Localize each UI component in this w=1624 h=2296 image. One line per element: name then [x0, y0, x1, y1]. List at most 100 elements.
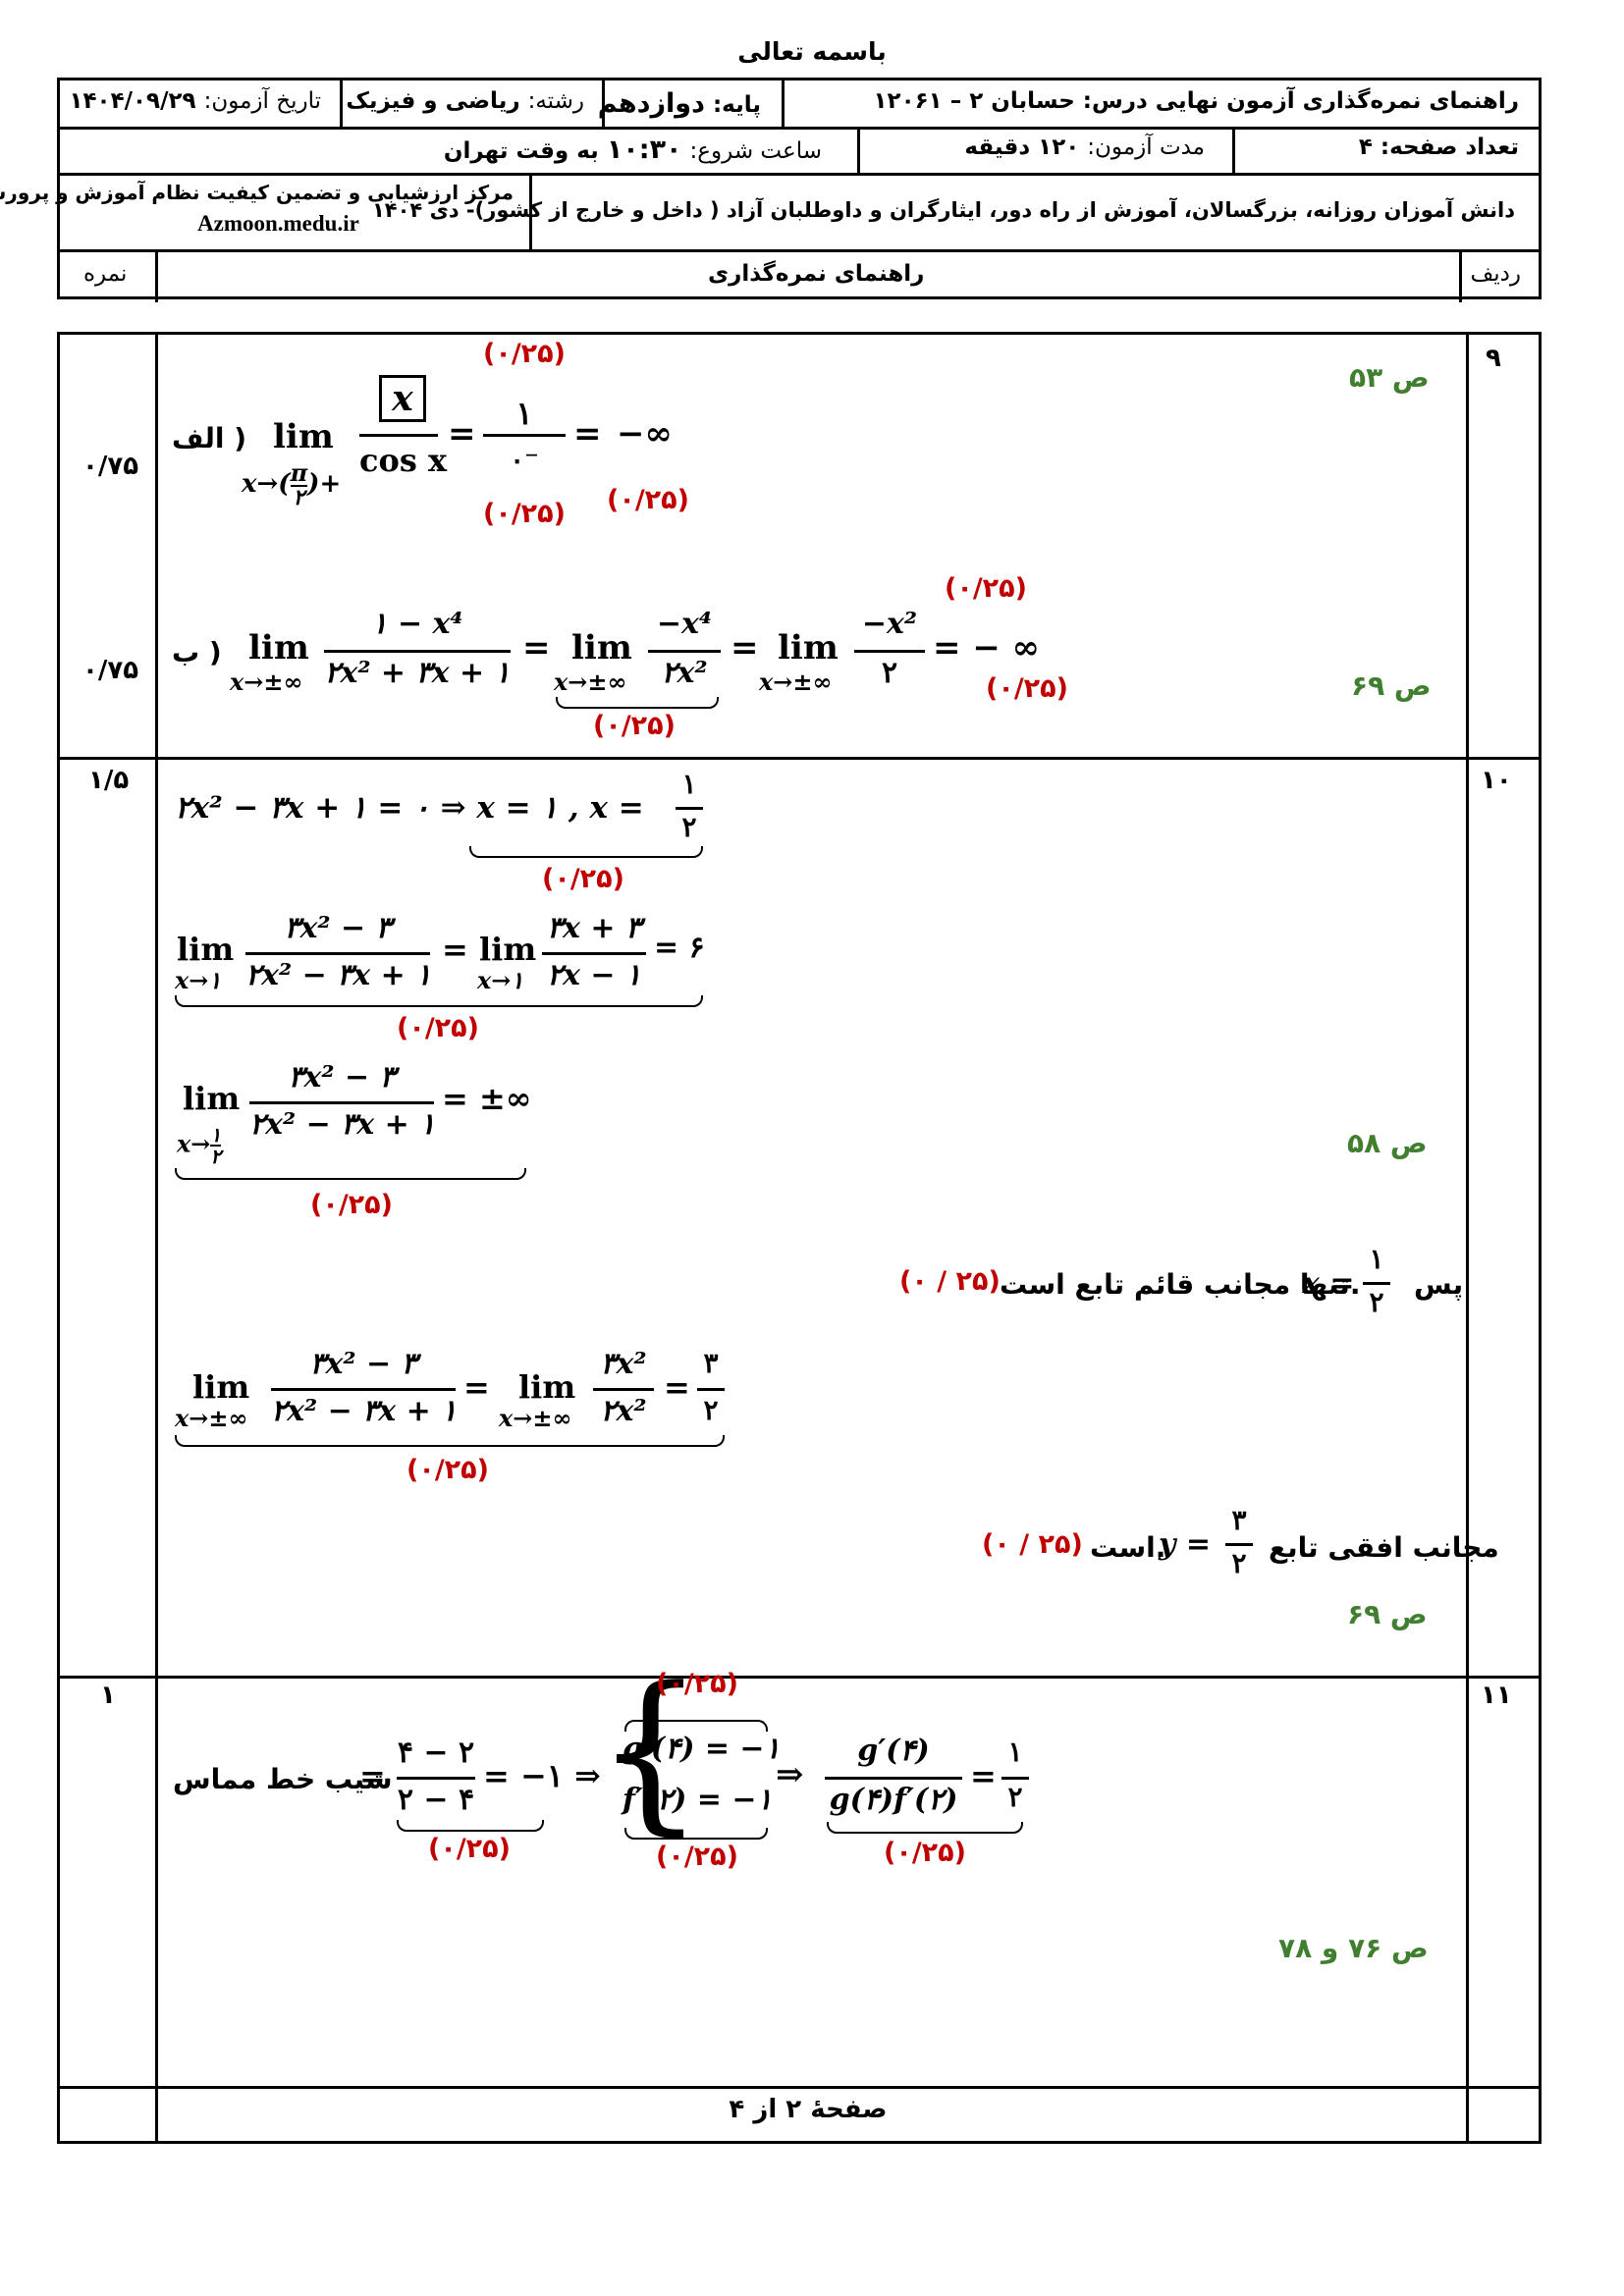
score: ۰/۷۵: [82, 452, 139, 481]
cos-x: cos x: [359, 442, 448, 479]
top-title: باسمه تعالی: [737, 37, 887, 66]
text: است.: [1090, 1531, 1166, 1564]
point: (۰/۲۵): [945, 573, 1027, 604]
floor-x: x: [367, 375, 438, 422]
page-ref: ص ۵۸: [1347, 1127, 1428, 1159]
result: = ±∞: [442, 1080, 532, 1117]
lim: lim: [273, 417, 334, 456]
point: (۰/۲۵): [656, 1842, 738, 1872]
exam-date: تاریخ آزمون: ۱۴۰۴/۰۹/۲۹: [69, 88, 321, 114]
denominator: ۰⁻: [510, 444, 539, 476]
page-ref: ص ۷۶ و ۷۸: [1278, 1932, 1429, 1964]
numerator: ۳x + ۳: [546, 911, 642, 945]
equals: =: [448, 414, 476, 454]
denominator: ۲x² + ۳x + ۱: [324, 656, 511, 690]
point: (۰/۲۵): [884, 1838, 966, 1868]
lim: lim: [778, 628, 839, 667]
denominator: ۲x² − ۳x + ۱: [245, 958, 432, 992]
lim: lim: [479, 931, 537, 968]
equals: =: [442, 931, 468, 968]
equation: f′(۲) = −۱: [623, 1783, 773, 1817]
result: = −۱ ⇒: [483, 1757, 601, 1794]
numerator: ۳x² − ۳: [288, 1060, 396, 1095]
equals: =: [970, 1757, 997, 1794]
row-number: ۹: [1486, 344, 1501, 373]
page-ref: ص ۵۳: [1349, 361, 1430, 394]
lim: lim: [248, 628, 309, 667]
denominator: ۲: [1369, 1286, 1384, 1318]
text: پس: [1414, 1268, 1464, 1301]
equation: ۲x² − ۳x + ۱ = ۰ ⇒ x = ۱ , x =: [175, 790, 644, 826]
page-count: تعداد صفحه: ۴: [1358, 134, 1519, 160]
lim-sub: x→۱: [175, 966, 222, 994]
point: (۰/۲۵): [542, 864, 624, 894]
grade: پایه: دوازدهم: [597, 88, 761, 119]
lim-sub: x→±∞: [499, 1404, 572, 1432]
point: (۰ / ۲۵): [982, 1529, 1083, 1560]
col-row: ردیف: [1470, 261, 1521, 287]
score: ۱/۵: [88, 766, 130, 795]
result: −∞: [617, 414, 673, 454]
row-number: ۱۰: [1481, 766, 1512, 795]
lim: lim: [192, 1368, 250, 1406]
implies: ⇒: [776, 1755, 804, 1794]
row-number: ۱۱: [1481, 1681, 1512, 1710]
lim-sub: x→±∞: [554, 667, 627, 696]
result: = − ∞: [933, 628, 1040, 667]
denominator: ۲x²: [600, 1394, 647, 1428]
exam-header: راهنمای نمره‌گذاری آزمون نهایی درس: حساب…: [0, 78, 1542, 302]
denominator: ۲: [681, 811, 697, 843]
numerator: ۳x² − ۳: [309, 1347, 417, 1381]
page-footer: صفحهٔ ۲ از ۴: [729, 2095, 888, 2124]
part-label: الف ): [172, 422, 247, 454]
denominator: g(۴)f′(۲): [829, 1783, 958, 1817]
denominator: ۲: [1007, 1781, 1023, 1813]
numerator: ۳: [703, 1347, 719, 1379]
numerator: ۳x²: [600, 1347, 647, 1381]
left-brace: {: [595, 1650, 705, 1851]
equals: =: [359, 1757, 386, 1794]
divider: [60, 127, 1539, 130]
denominator: ۲ − ۴: [397, 1783, 475, 1817]
duration: مدت آزمون: ۱۲۰ دقیقه: [964, 134, 1205, 160]
col-guide: راهنمای نمره‌گذاری: [708, 261, 925, 287]
lim: lim: [518, 1368, 576, 1406]
divider: [60, 249, 1539, 252]
point: (۰/۲۵): [406, 1455, 489, 1485]
score: ۱: [100, 1681, 116, 1710]
lim: lim: [571, 628, 632, 667]
point: (۰/۲۵): [607, 485, 689, 515]
denominator: ۲x − ۱: [546, 958, 642, 992]
equals: =: [731, 628, 759, 667]
numerator: ۱: [1007, 1735, 1023, 1768]
point: (۰/۲۵): [397, 1013, 479, 1043]
point: (۰/۲۵): [986, 673, 1068, 704]
denominator: ۲: [703, 1394, 719, 1426]
point: (۰/۲۵): [593, 711, 676, 741]
numerator: ۳x² − ۳: [284, 911, 392, 945]
part-label: ب ): [172, 636, 222, 668]
denominator: ۲x² − ۳x + ۱: [249, 1107, 436, 1142]
variable: y =: [1159, 1527, 1212, 1562]
equals: =: [573, 414, 602, 454]
point: (۰/۲۵): [310, 1190, 393, 1220]
equals: =: [463, 1368, 490, 1406]
start-time: ساعت شروع: ۱۰:۳۰ به وقت تهران: [443, 134, 822, 165]
col-score: نمره: [83, 261, 128, 287]
equation: g′(۴) = −۱: [623, 1732, 781, 1766]
numerator: ۴ − ۲: [397, 1735, 475, 1770]
point: (۰/۲۵): [656, 1669, 738, 1699]
result: = ۶: [654, 931, 705, 965]
numerator: ۱: [1369, 1243, 1384, 1275]
equals: =: [522, 628, 551, 667]
page-ref: ص ۶۹: [1347, 1598, 1428, 1630]
text: مجانب افقی تابع: [1269, 1531, 1499, 1564]
numerator: ۱: [515, 395, 533, 432]
equals: =: [664, 1368, 690, 1406]
numerator: −x⁴: [656, 607, 713, 641]
lesson-title: راهنمای نمره‌گذاری آزمون نهایی درس: حساب…: [873, 88, 1520, 114]
numerator: ۱ − x⁴: [371, 607, 463, 641]
denominator: ۲x² − ۳x + ۱: [271, 1394, 458, 1428]
